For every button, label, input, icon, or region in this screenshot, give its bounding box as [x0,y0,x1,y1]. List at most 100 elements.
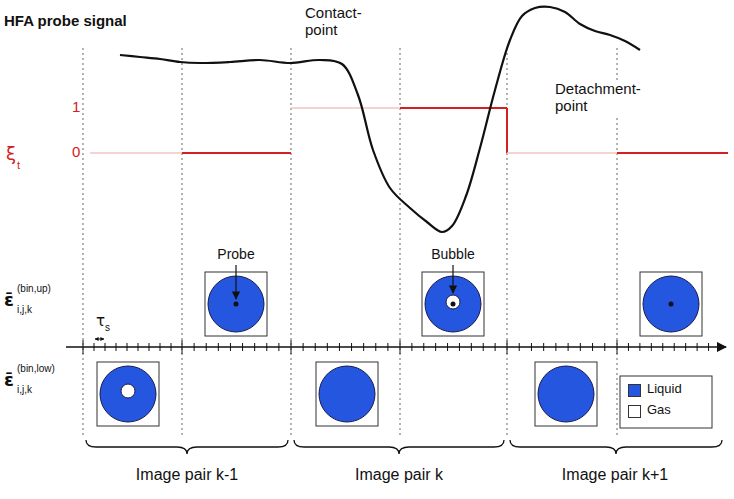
axis-tick [592,343,593,351]
axis-tick [218,343,219,351]
liquid-disc [100,366,156,422]
axis-tick [423,343,424,351]
axis-tick [182,340,183,354]
axis-tick [568,343,569,351]
lower-image [97,362,159,426]
axis-tick [674,343,675,351]
pale-level [507,152,617,154]
axis-tick [507,340,508,354]
axis-tick [617,340,618,354]
probe-tip [451,302,456,307]
axis-tick [149,343,150,351]
frame-divider [182,48,183,438]
upper-image [640,272,702,336]
annotation: Detachment-point [553,80,657,115]
axis-tick [459,343,460,351]
axis-tick [495,343,496,351]
annotation: Contact-point [303,4,381,39]
field-symbol: ε̄ [4,370,14,391]
axis-tick [315,343,316,351]
axis-tick [604,343,605,351]
pale-level [90,152,182,154]
axis-tick [375,343,376,351]
callout-label: Bubble [431,246,475,262]
axis-tick [266,343,267,351]
axis-tick [194,343,195,351]
axis-tick [303,343,304,351]
probe-tip [669,302,674,307]
level-step [506,108,508,153]
axis-tick [116,343,117,351]
frame-divider [507,48,508,438]
row-heading: HFA probe signal [4,12,127,29]
axis-tick [555,343,556,351]
lower-image [316,362,378,426]
axis-tick-label: 1 [72,98,80,115]
subscript: s [105,322,110,334]
axis-tick [387,343,388,351]
group-label: Image pair k [355,466,443,484]
curly-brace [294,440,504,454]
axis-tick [519,343,520,351]
axis-tick [94,343,95,351]
axis-tick [628,343,629,351]
frame-dividers [83,48,617,438]
superscript: (bin,up) [17,283,51,295]
field-symbol: ε̄ [4,290,14,311]
axis-tick [83,340,84,354]
time-step-symbol: τ [96,313,105,330]
axis-tick [580,343,581,351]
axis-tick [531,343,532,351]
time-axis [66,346,726,348]
image-frame [640,272,702,336]
bubble [446,295,460,309]
group-label: Image pair k-1 [136,466,238,484]
axis-tick [327,343,328,351]
frame-divider [291,48,292,438]
legend-swatch [628,405,641,418]
liquid-disc [538,366,594,422]
subscript: i,j,k [17,304,32,316]
bubble [121,384,135,398]
indicator-signal [90,108,728,153]
axis-tick [400,340,401,354]
axis-tick [651,343,652,351]
image-frame [316,362,378,426]
signal-curve [120,7,640,232]
axis-tick [639,343,640,351]
probe-signal [120,7,640,232]
signal-symbol: ξ [6,144,16,165]
axis-tick [291,340,292,354]
leader-arrow [235,265,236,299]
axis-tick [278,343,279,351]
axis-tick [697,343,698,351]
legend-label: Liquid [647,382,682,397]
legend-label: Gas [647,403,671,418]
axis-tick [138,343,139,351]
liquid-disc [643,276,699,332]
frame-divider [83,48,84,438]
axis-ticks [83,340,709,354]
axis-tick [105,343,106,351]
pale-level [291,107,400,109]
frame-divider [400,48,401,438]
leader-arrow [452,265,453,293]
axis-tick [662,343,663,351]
legend-frame [620,376,712,428]
superscript: (bin,low) [17,363,55,375]
time-step-arrow [95,339,104,340]
axis-tick [447,343,448,351]
axis-tick [339,343,340,351]
image-frame [97,362,159,426]
image-frame [535,362,597,426]
curly-brace [86,440,288,454]
axis-tick [160,343,161,351]
level-line [617,152,728,154]
axis-tick [411,343,412,351]
axis-tick [351,343,352,351]
curly-brace [510,440,722,454]
axis-tick [230,343,231,351]
image-pair-braces [86,440,722,454]
